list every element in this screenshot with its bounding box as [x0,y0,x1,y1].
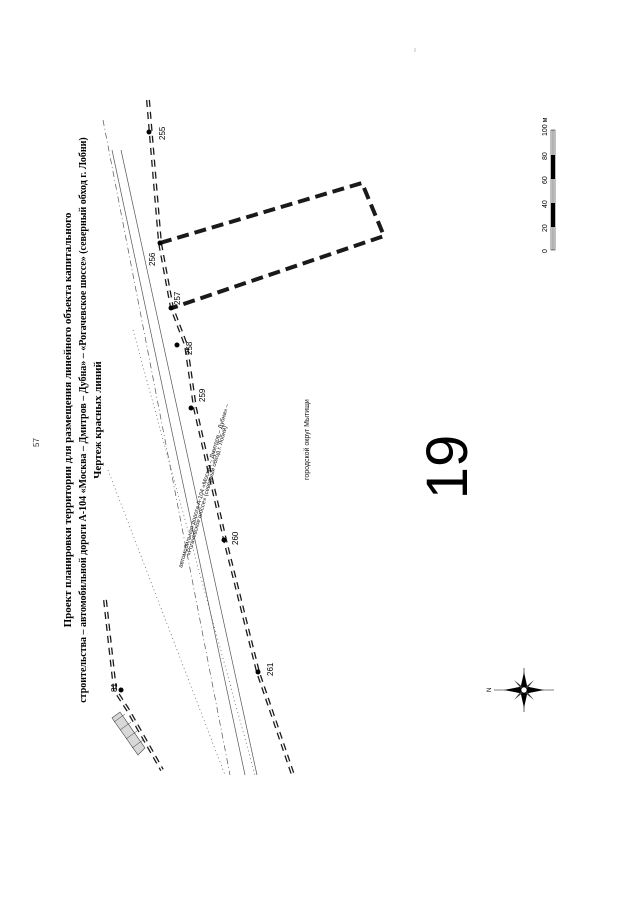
district-label: городской округ Мытищи [303,399,311,480]
scale-tick-40: 40 [542,200,549,208]
compass-north-label: N [487,688,493,692]
page-number: 57 [32,438,41,447]
title-line-1: Проект планировки территории для размеще… [62,212,74,627]
red-line-left [103,599,164,771]
turning-points [118,129,261,693]
scale-tick-80: 80 [542,152,549,160]
scale-tick-20: 20 [542,224,549,232]
point-259 [188,405,194,411]
red-line-area [159,180,387,310]
label-point-257: 257 [173,291,182,305]
sheet-number: 19 [415,435,480,500]
label-point-256: 256 [148,252,157,266]
road-edge-lines [102,119,258,776]
label-point-260: 260 [231,531,240,545]
scale-tick-100: 100 м [542,117,549,136]
label-point-261: 261 [266,662,275,676]
label-point-81: 81 [110,683,119,692]
label-point-255: 255 [158,126,167,140]
title-line-2: строительства – автомобильной дороги А-1… [78,137,89,703]
label-point-258: 258 [185,341,194,355]
point-261 [255,669,261,675]
scale-bar: 0 20 40 60 80 100 м [542,117,556,253]
point-255 [146,129,152,135]
compass-rose-icon: N [487,668,554,712]
point-81 [118,687,124,693]
point-258 [174,342,180,348]
red-line-main [146,99,295,776]
scale-tick-0: 0 [542,249,549,253]
point-260 [221,537,227,543]
label-point-259: 259 [198,388,207,402]
scale-tick-60: 60 [542,176,549,184]
title-line-3: Чертеж красных линий [92,361,104,479]
point-257 [168,305,174,311]
point-256 [157,240,163,246]
